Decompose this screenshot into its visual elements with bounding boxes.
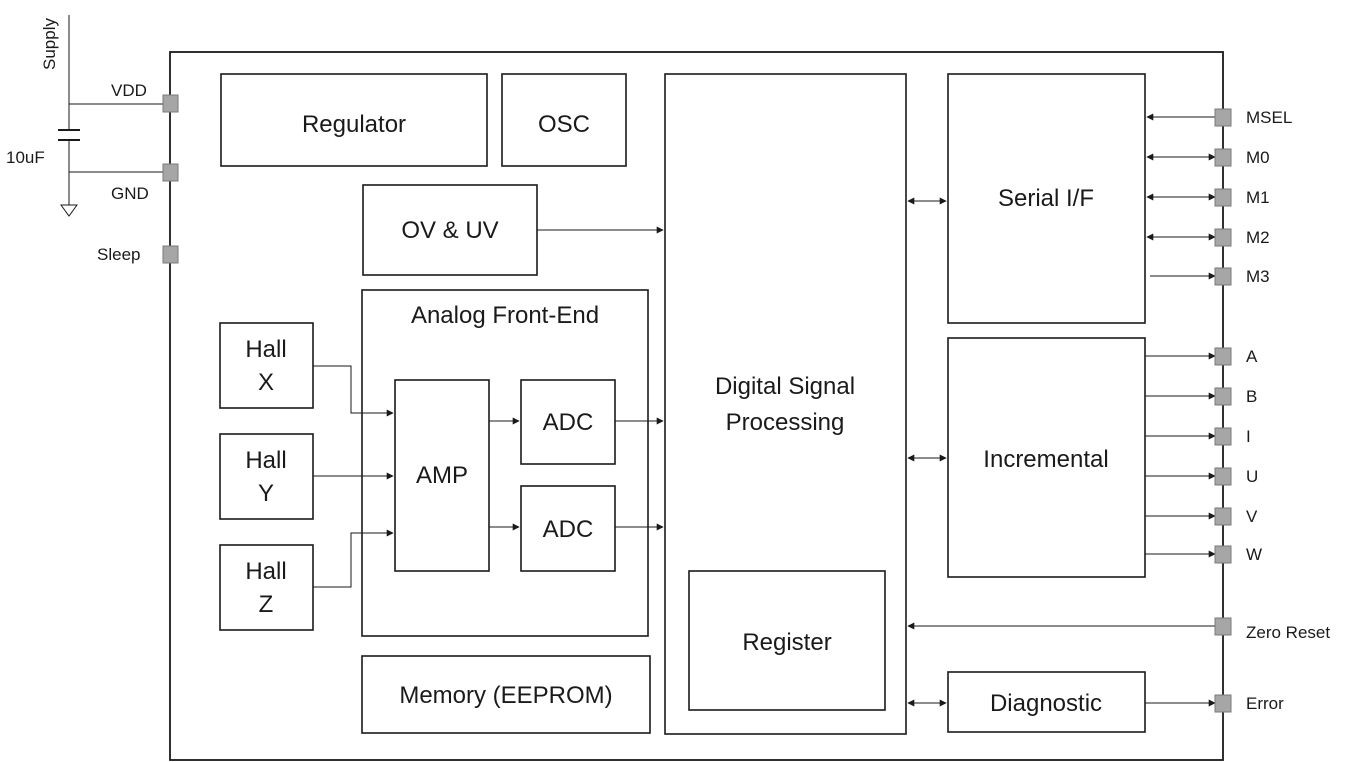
supply-label: Supply bbox=[40, 18, 59, 70]
u-pin bbox=[1214, 467, 1232, 486]
sleep-pin bbox=[162, 245, 179, 264]
chip-outline bbox=[169, 51, 1224, 761]
dsp-label-line1: Digital Signal bbox=[715, 373, 855, 400]
gnd-label: GND bbox=[111, 184, 149, 203]
hall-x-block bbox=[219, 322, 314, 409]
afe-title: Analog Front-End bbox=[411, 302, 599, 329]
zero-reset-pin bbox=[1214, 617, 1232, 636]
b-pin bbox=[1214, 387, 1232, 406]
m3-label: M3 bbox=[1246, 267, 1270, 286]
memory-block bbox=[361, 655, 651, 734]
adc-2-block bbox=[520, 485, 616, 572]
m1-label: M1 bbox=[1246, 188, 1270, 207]
i-pin bbox=[1214, 427, 1232, 446]
v-pin bbox=[1214, 507, 1232, 526]
register-block bbox=[688, 570, 886, 711]
hall-y-axis: Y bbox=[258, 480, 274, 507]
capacitor-label: 10uF bbox=[6, 148, 45, 167]
hall-y-label: Hall bbox=[245, 447, 286, 474]
dsp-label-line2: Processing bbox=[726, 409, 845, 436]
w-label: W bbox=[1246, 545, 1262, 564]
u-label: U bbox=[1246, 467, 1258, 486]
v-label: V bbox=[1246, 507, 1258, 526]
register-label: Register bbox=[742, 629, 831, 656]
w-pin bbox=[1214, 545, 1232, 564]
a-label: A bbox=[1246, 347, 1258, 366]
regulator-block bbox=[220, 73, 488, 167]
ground-symbol bbox=[60, 204, 78, 217]
memory-label: Memory (EEPROM) bbox=[399, 682, 612, 709]
diagnostic-label: Diagnostic bbox=[990, 690, 1102, 717]
sleep-label: Sleep bbox=[97, 245, 140, 264]
amp-label: AMP bbox=[416, 462, 468, 489]
m3-pin bbox=[1214, 267, 1232, 286]
m2-pin bbox=[1214, 228, 1232, 247]
serial-if-label: Serial I/F bbox=[998, 185, 1094, 212]
hall-x-label: Hall bbox=[245, 336, 286, 363]
msel-pin bbox=[1214, 108, 1232, 127]
hall-z-axis: Z bbox=[259, 591, 274, 618]
b-label: B bbox=[1246, 387, 1257, 406]
osc-block bbox=[501, 73, 627, 167]
diagnostic-block bbox=[947, 671, 1146, 733]
hall-z-label: Hall bbox=[245, 558, 286, 585]
amp-block bbox=[394, 379, 490, 572]
adc-1-block bbox=[520, 379, 616, 465]
supply-network: Supply VDD 10uF GND Sleep bbox=[6, 15, 164, 264]
serial-if-block bbox=[947, 73, 1146, 324]
m0-label: M0 bbox=[1246, 148, 1270, 167]
vdd-label: VDD bbox=[111, 81, 147, 100]
incremental-label: Incremental bbox=[983, 446, 1108, 473]
regulator-label: Regulator bbox=[302, 111, 406, 138]
a-pin bbox=[1214, 347, 1232, 366]
osc-label: OSC bbox=[538, 111, 590, 138]
zero-reset-label: Zero Reset bbox=[1246, 623, 1330, 642]
incremental-block bbox=[947, 337, 1146, 578]
hall-x-axis: X bbox=[258, 369, 274, 396]
error-label: Error bbox=[1246, 694, 1284, 713]
ov-uv-label: OV & UV bbox=[401, 217, 498, 244]
m1-pin bbox=[1214, 188, 1232, 207]
m0-pin bbox=[1214, 148, 1232, 167]
vdd-pin bbox=[162, 94, 179, 113]
ov-uv-block bbox=[362, 184, 538, 276]
gnd-pin bbox=[162, 163, 179, 182]
adc-1-label: ADC bbox=[543, 409, 594, 436]
adc-2-label: ADC bbox=[543, 516, 594, 543]
i-label: I bbox=[1246, 427, 1251, 446]
m2-label: M2 bbox=[1246, 228, 1270, 247]
msel-label: MSEL bbox=[1246, 108, 1292, 127]
error-pin bbox=[1214, 694, 1232, 713]
